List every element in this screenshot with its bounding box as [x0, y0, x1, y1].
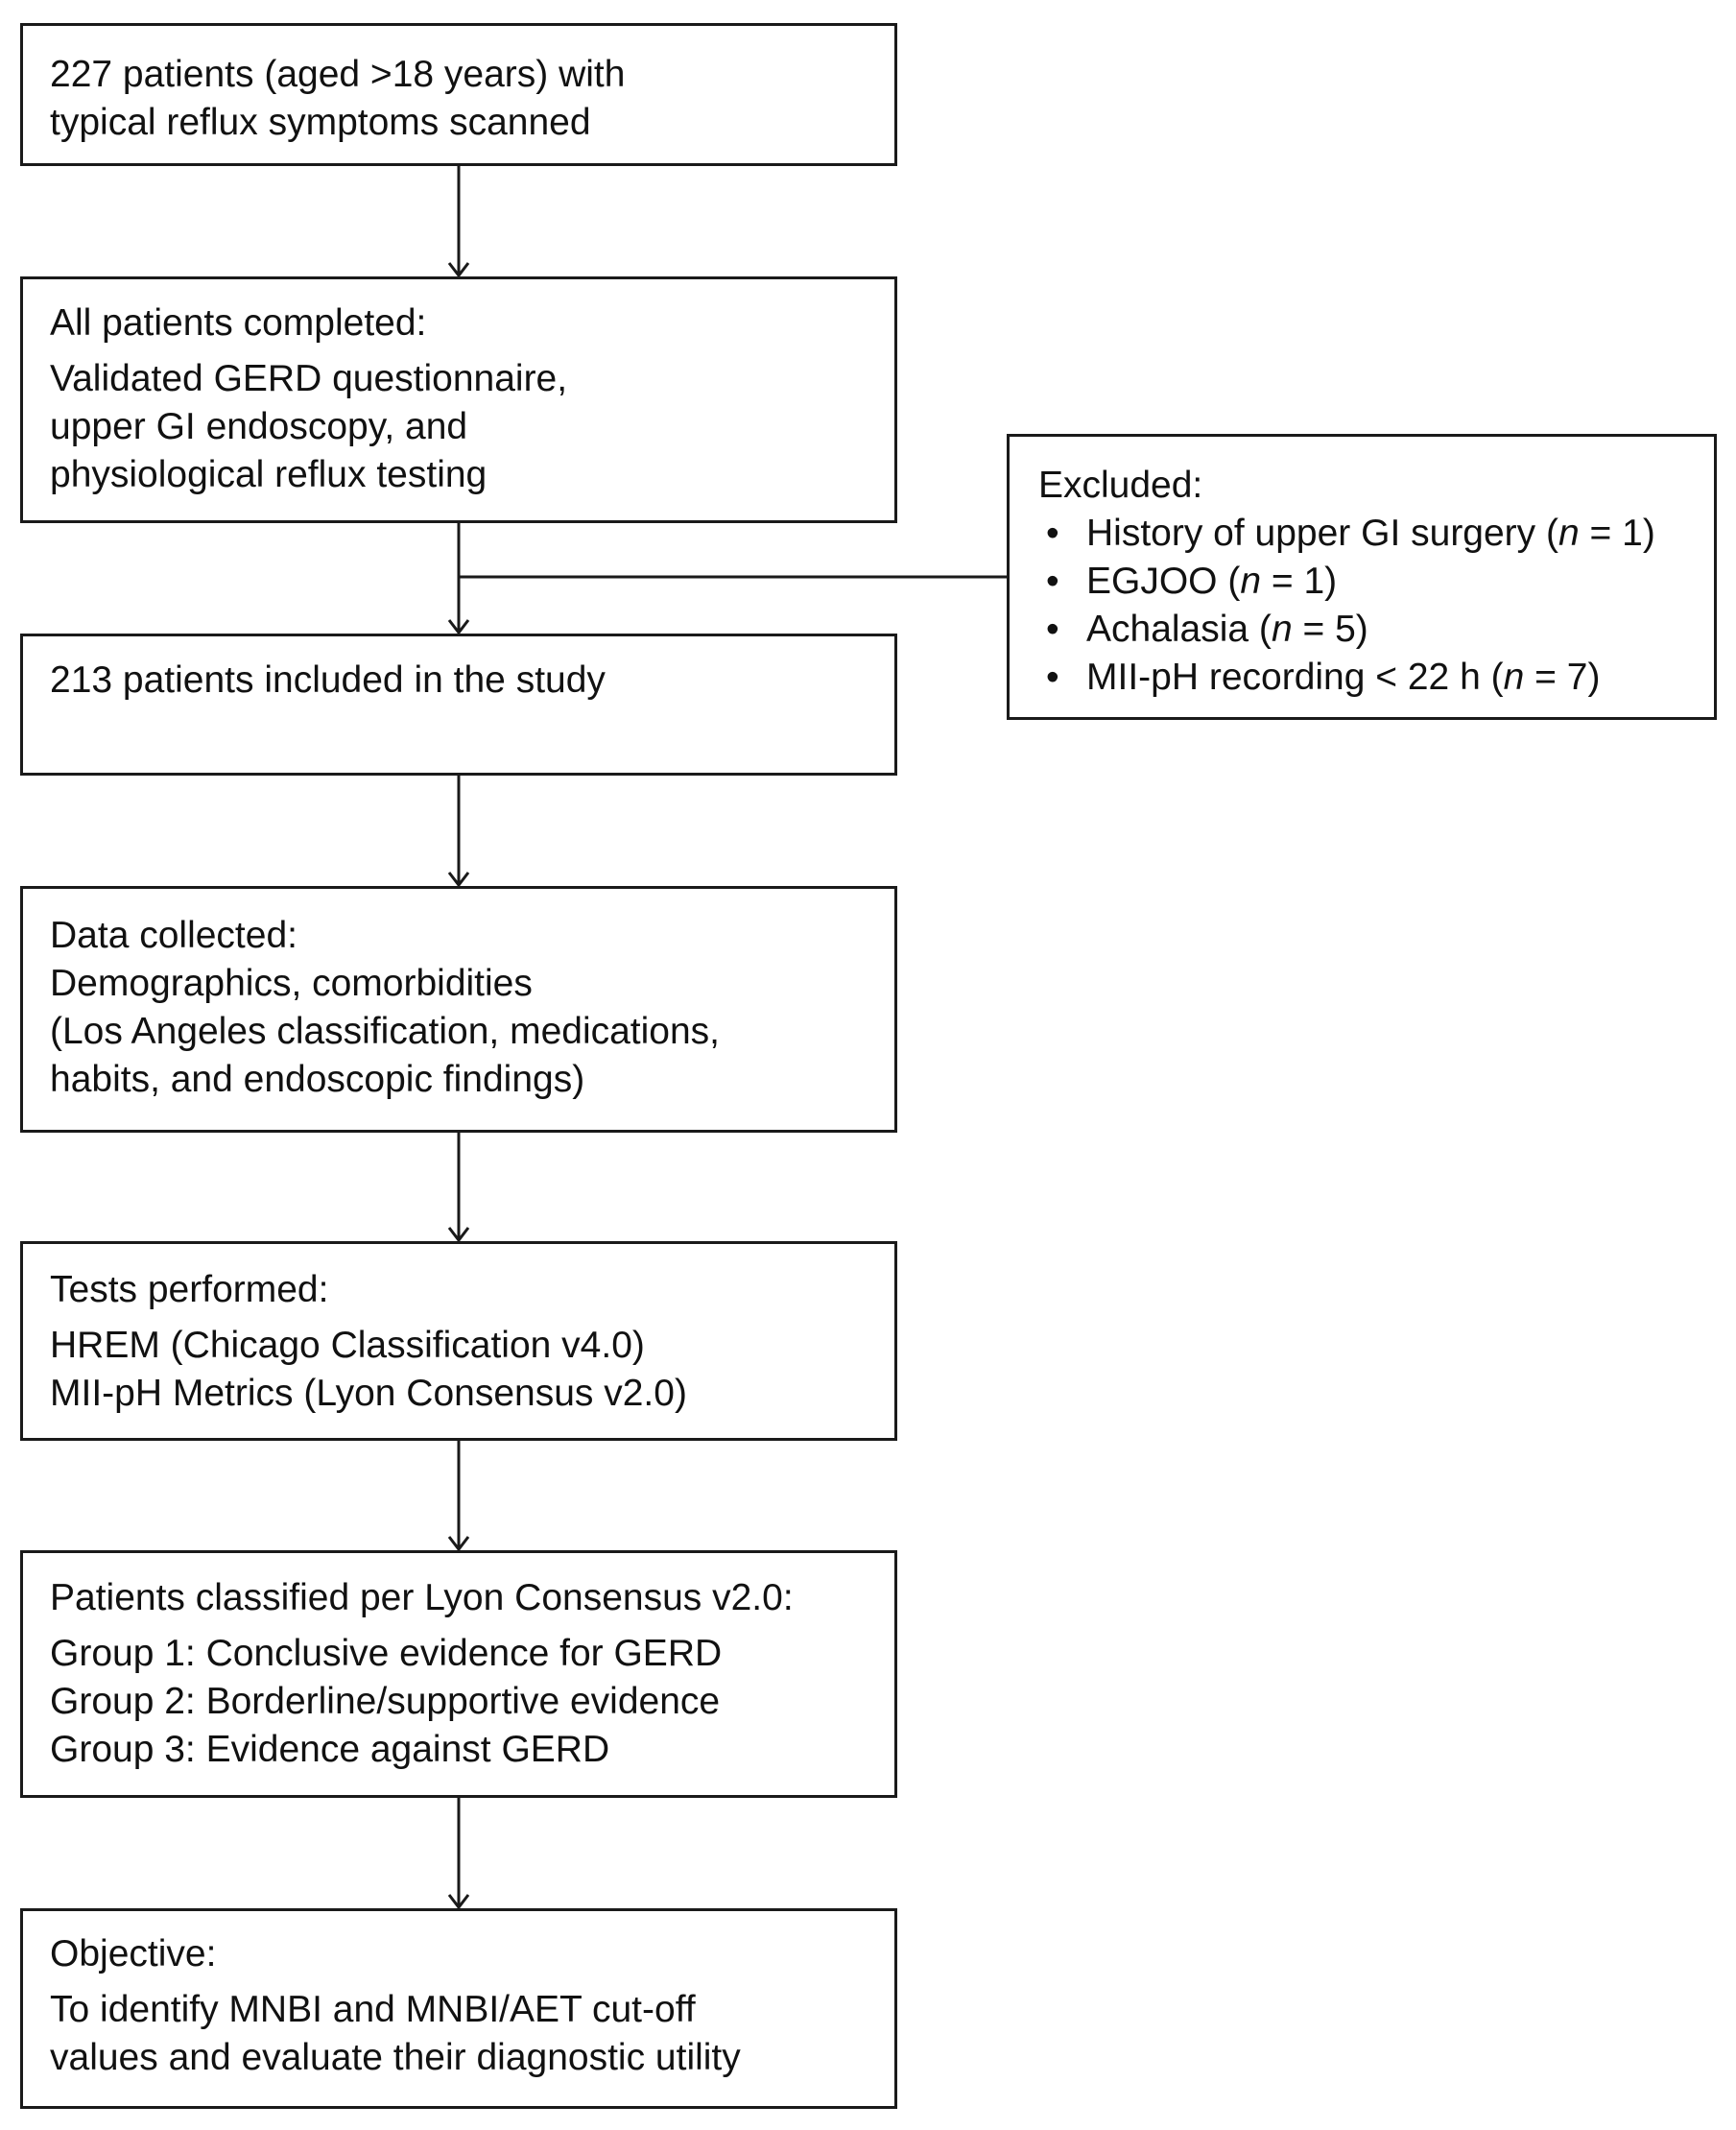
objective-text: Objective: To identify MNBI and MNBI/AET… [50, 1930, 881, 2082]
arrowhead-classified-to-objective [447, 1894, 470, 1910]
objective-line-1: To identify MNBI and MNBI/AET cut-off [50, 1989, 696, 2030]
completed-line-3: physiological reflux testing [50, 454, 488, 495]
classified-group-1: Group 1: Conclusive evidence for GERD [50, 1633, 723, 1674]
included-patients-box: 213 patients included in the study [20, 634, 897, 776]
completed-text: All patients completed: Validated GERD q… [50, 299, 881, 499]
completed-line-1: Validated GERD questionnaire, [50, 358, 568, 399]
tests-heading: Tests performed: [50, 1269, 329, 1310]
bullet-icon: • [1046, 561, 1059, 602]
screened-patients-box: 227 patients (aged >18 years) with typic… [20, 23, 897, 166]
data-collected-text: Data collected: Demographics, comorbidit… [50, 912, 881, 1104]
bullet-icon: • [1046, 513, 1059, 554]
included-text: 213 patients included in the study [50, 657, 881, 705]
tests-line-1: HREM (Chicago Classification v4.0) [50, 1325, 645, 1366]
screened-line-2: typical reflux symptoms scanned [50, 102, 591, 143]
arrowhead-data-to-tests [447, 1227, 470, 1243]
arrowhead-completed-to-included [447, 619, 470, 635]
data-collected-box: Data collected: Demographics, comorbidit… [20, 886, 897, 1133]
completed-heading: All patients completed: [50, 302, 427, 344]
tests-performed-box: Tests performed: HREM (Chicago Classific… [20, 1241, 897, 1441]
data-collected-heading: Data collected: [50, 915, 297, 956]
excluded-heading: Excluded: [1038, 465, 1203, 506]
excluded-item-upper-gi-surgery: •History of upper GI surgery (n = 1) [1038, 510, 1700, 558]
data-collected-line-1: Demographics, comorbidities [50, 963, 533, 1004]
excluded-item-mii-ph-recording: •MII-pH recording < 22 h (n = 7) [1038, 654, 1700, 702]
excluded-text: Excluded: •History of upper GI surgery (… [1038, 462, 1700, 702]
classified-text: Patients classified per Lyon Consensus v… [50, 1574, 881, 1774]
bullet-icon: • [1046, 657, 1059, 698]
arrowhead-included-to-data [447, 872, 470, 888]
classified-group-2: Group 2: Borderline/supportive evidence [50, 1681, 721, 1722]
screened-line-1: 227 patients (aged >18 years) with [50, 54, 626, 95]
arrowhead-screened-to-completed [447, 262, 470, 278]
bullet-icon: • [1046, 609, 1059, 650]
data-collected-line-2: (Los Angeles classification, medications… [50, 1011, 721, 1052]
tests-line-2: MII-pH Metrics (Lyon Consensus v2.0) [50, 1373, 687, 1414]
arrowhead-tests-to-classified [447, 1536, 470, 1552]
completed-line-2: upper GI endoscopy, and [50, 406, 468, 447]
tests-performed-text: Tests performed: HREM (Chicago Classific… [50, 1266, 881, 1418]
objective-line-2: values and evaluate their diagnostic uti… [50, 2037, 741, 2078]
classified-group-3: Group 3: Evidence against GERD [50, 1729, 610, 1770]
excluded-item-egjoo: •EGJOO (n = 1) [1038, 558, 1700, 606]
objective-box: Objective: To identify MNBI and MNBI/AET… [20, 1908, 897, 2109]
included-line-1: 213 patients included in the study [50, 659, 606, 701]
completed-procedures-box: All patients completed: Validated GERD q… [20, 276, 897, 523]
objective-heading: Objective: [50, 1933, 217, 1974]
screened-text: 227 patients (aged >18 years) with typic… [50, 51, 881, 147]
excluded-item-achalasia: •Achalasia (n = 5) [1038, 606, 1700, 654]
classified-heading: Patients classified per Lyon Consensus v… [50, 1577, 794, 1618]
data-collected-line-3: habits, and endoscopic findings) [50, 1059, 585, 1100]
classified-groups-box: Patients classified per Lyon Consensus v… [20, 1550, 897, 1798]
excluded-box: Excluded: •History of upper GI surgery (… [1007, 434, 1717, 720]
